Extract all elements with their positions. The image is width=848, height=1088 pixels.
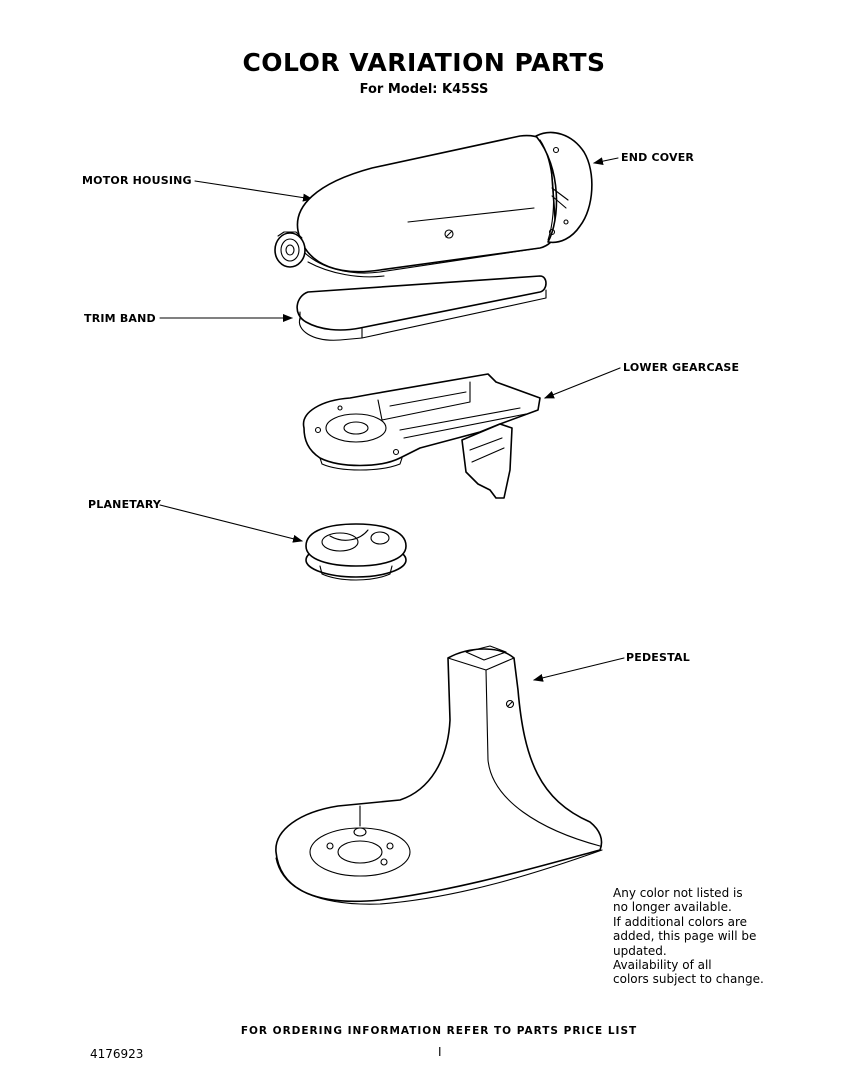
page-number: I	[438, 1045, 442, 1059]
availability-note: Any color not listed is no longer availa…	[613, 886, 793, 987]
lower-gearcase-drawing	[302, 373, 541, 499]
document-number: 4176923	[90, 1047, 144, 1061]
page-title: COLOR VARIATION PARTS	[242, 48, 606, 77]
label-planetary: PLANETARY	[88, 498, 162, 511]
note-line: colors subject to change.	[613, 972, 764, 987]
pedestal-drawing	[275, 645, 603, 905]
note-line: Availability of all	[613, 958, 712, 973]
leader-planetary	[159, 504, 303, 543]
leader-motor-housing	[194, 180, 313, 202]
label-pedestal: PEDESTAL	[626, 651, 690, 664]
leader-end-cover	[593, 157, 619, 166]
trim-band-drawing	[296, 275, 547, 341]
model-subtitle: For Model: K45SS	[359, 82, 489, 97]
end-cover-drawing	[535, 131, 593, 244]
leader-pedestal	[533, 657, 625, 682]
label-lower-gearcase: LOWER GEARCASE	[623, 361, 740, 374]
note-line: added, this page will be	[613, 929, 757, 944]
ordering-info: FOR ORDERING INFORMATION REFER TO PARTS …	[240, 1025, 638, 1037]
note-line: If additional colors are	[613, 914, 748, 929]
label-trim-band: TRIM BAND	[84, 312, 156, 325]
note-line: updated.	[613, 943, 667, 958]
leader-lower-gearcase	[544, 367, 621, 399]
label-end-cover: END COVER	[621, 151, 695, 164]
planetary-drawing	[305, 523, 407, 581]
note-line: Any color not listed is	[613, 886, 743, 900]
motor-housing-drawing	[274, 134, 557, 278]
label-motor-housing: MOTOR HOUSING	[82, 174, 192, 187]
note-line: no longer available.	[613, 900, 732, 915]
